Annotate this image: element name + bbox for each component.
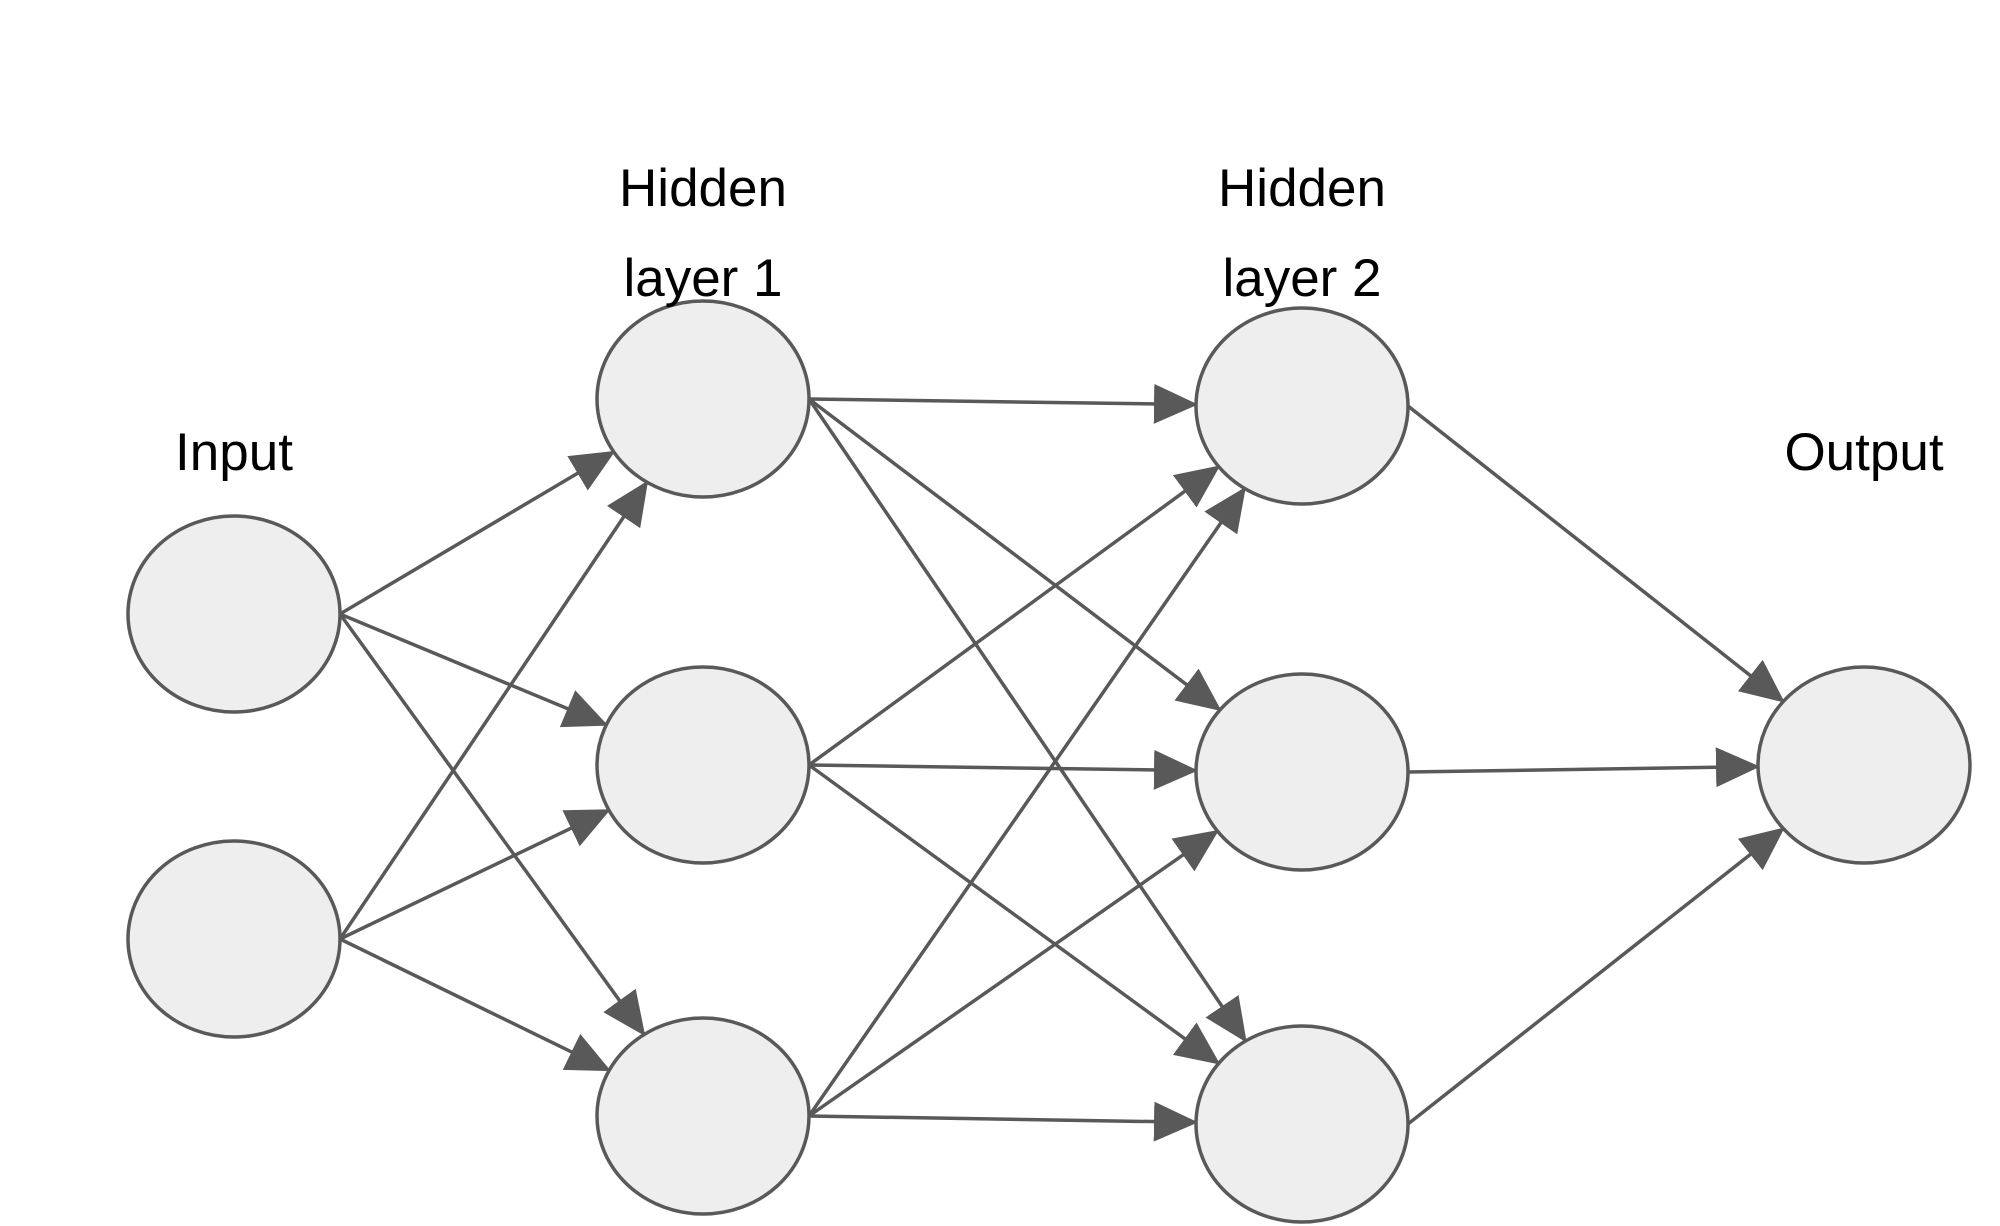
input-neuron-1: [126, 514, 342, 714]
hidden1-neuron-1: [595, 299, 811, 499]
output-layer-label: Output: [1784, 423, 1943, 482]
hidden1-layer-label-line-1: Hidden: [619, 159, 787, 218]
connection-arrow-hidden2-3-to-output-1: [1406, 827, 1785, 1126]
hidden1-neuron-2: [595, 665, 811, 865]
hidden1-neuron-3: [595, 1016, 811, 1216]
hidden2-neuron-1: [1194, 306, 1410, 506]
connection-arrow-hidden1-1-to-hidden2-1: [808, 383, 1198, 424]
hidden1-layer-label: Hidden layer 1: [619, 159, 787, 308]
connections: [338, 383, 1785, 1142]
hidden2-layer-label-line-1: Hidden: [1218, 159, 1386, 218]
connection-arrow-hidden1-3-to-hidden2-2: [807, 829, 1220, 1118]
connection-arrow-input-2-to-hidden1-1: [338, 480, 649, 940]
connection-arrow-hidden1-2-to-hidden2-1: [807, 465, 1221, 767]
connection-arrow-input-1-to-hidden1-1: [339, 450, 616, 616]
input-layer-label-line-1: Input: [175, 423, 293, 482]
connection-arrow-hidden1-1-to-hidden2-2: [807, 397, 1222, 712]
connection-arrow-hidden1-3-to-hidden2-1: [807, 486, 1247, 1117]
hidden2-neuron-3: [1194, 1024, 1410, 1224]
connection-arrow-hidden1-2-to-hidden2-3: [807, 763, 1221, 1065]
connection-arrow-input-2-to-hidden1-2: [339, 808, 611, 941]
hidden2-layer-label: Hidden layer 2: [1218, 159, 1386, 308]
input-layer-label: Input: [175, 423, 293, 482]
hidden1-layer-label-line-2: layer 1: [623, 249, 782, 308]
layer-labels: Input Hidden layer 1 Hidden layer 2 Output: [175, 159, 1944, 482]
connection-arrow-input-1-to-hidden1-2: [339, 612, 609, 728]
hidden2-layer-label-line-2: layer 2: [1222, 249, 1381, 308]
connection-arrow-hidden1-2-to-hidden2-2: [808, 749, 1198, 790]
connection-arrow-input-1-to-hidden1-3: [338, 612, 646, 1037]
output-neuron-1: [1756, 665, 1972, 865]
connection-arrow-hidden2-1-to-output-1: [1406, 404, 1785, 703]
connection-arrow-hidden1-1-to-hidden2-3: [807, 398, 1248, 1043]
hidden2-neuron-2: [1194, 672, 1410, 872]
connection-arrow-input-2-to-hidden1-3: [339, 937, 611, 1072]
output-layer-label-line-1: Output: [1784, 423, 1943, 482]
neurons: [126, 299, 1972, 1224]
connection-arrow-hidden2-2-to-output-1: [1407, 747, 1760, 788]
input-neuron-2: [126, 839, 342, 1039]
connection-arrow-hidden1-3-to-hidden2-3: [808, 1101, 1198, 1142]
